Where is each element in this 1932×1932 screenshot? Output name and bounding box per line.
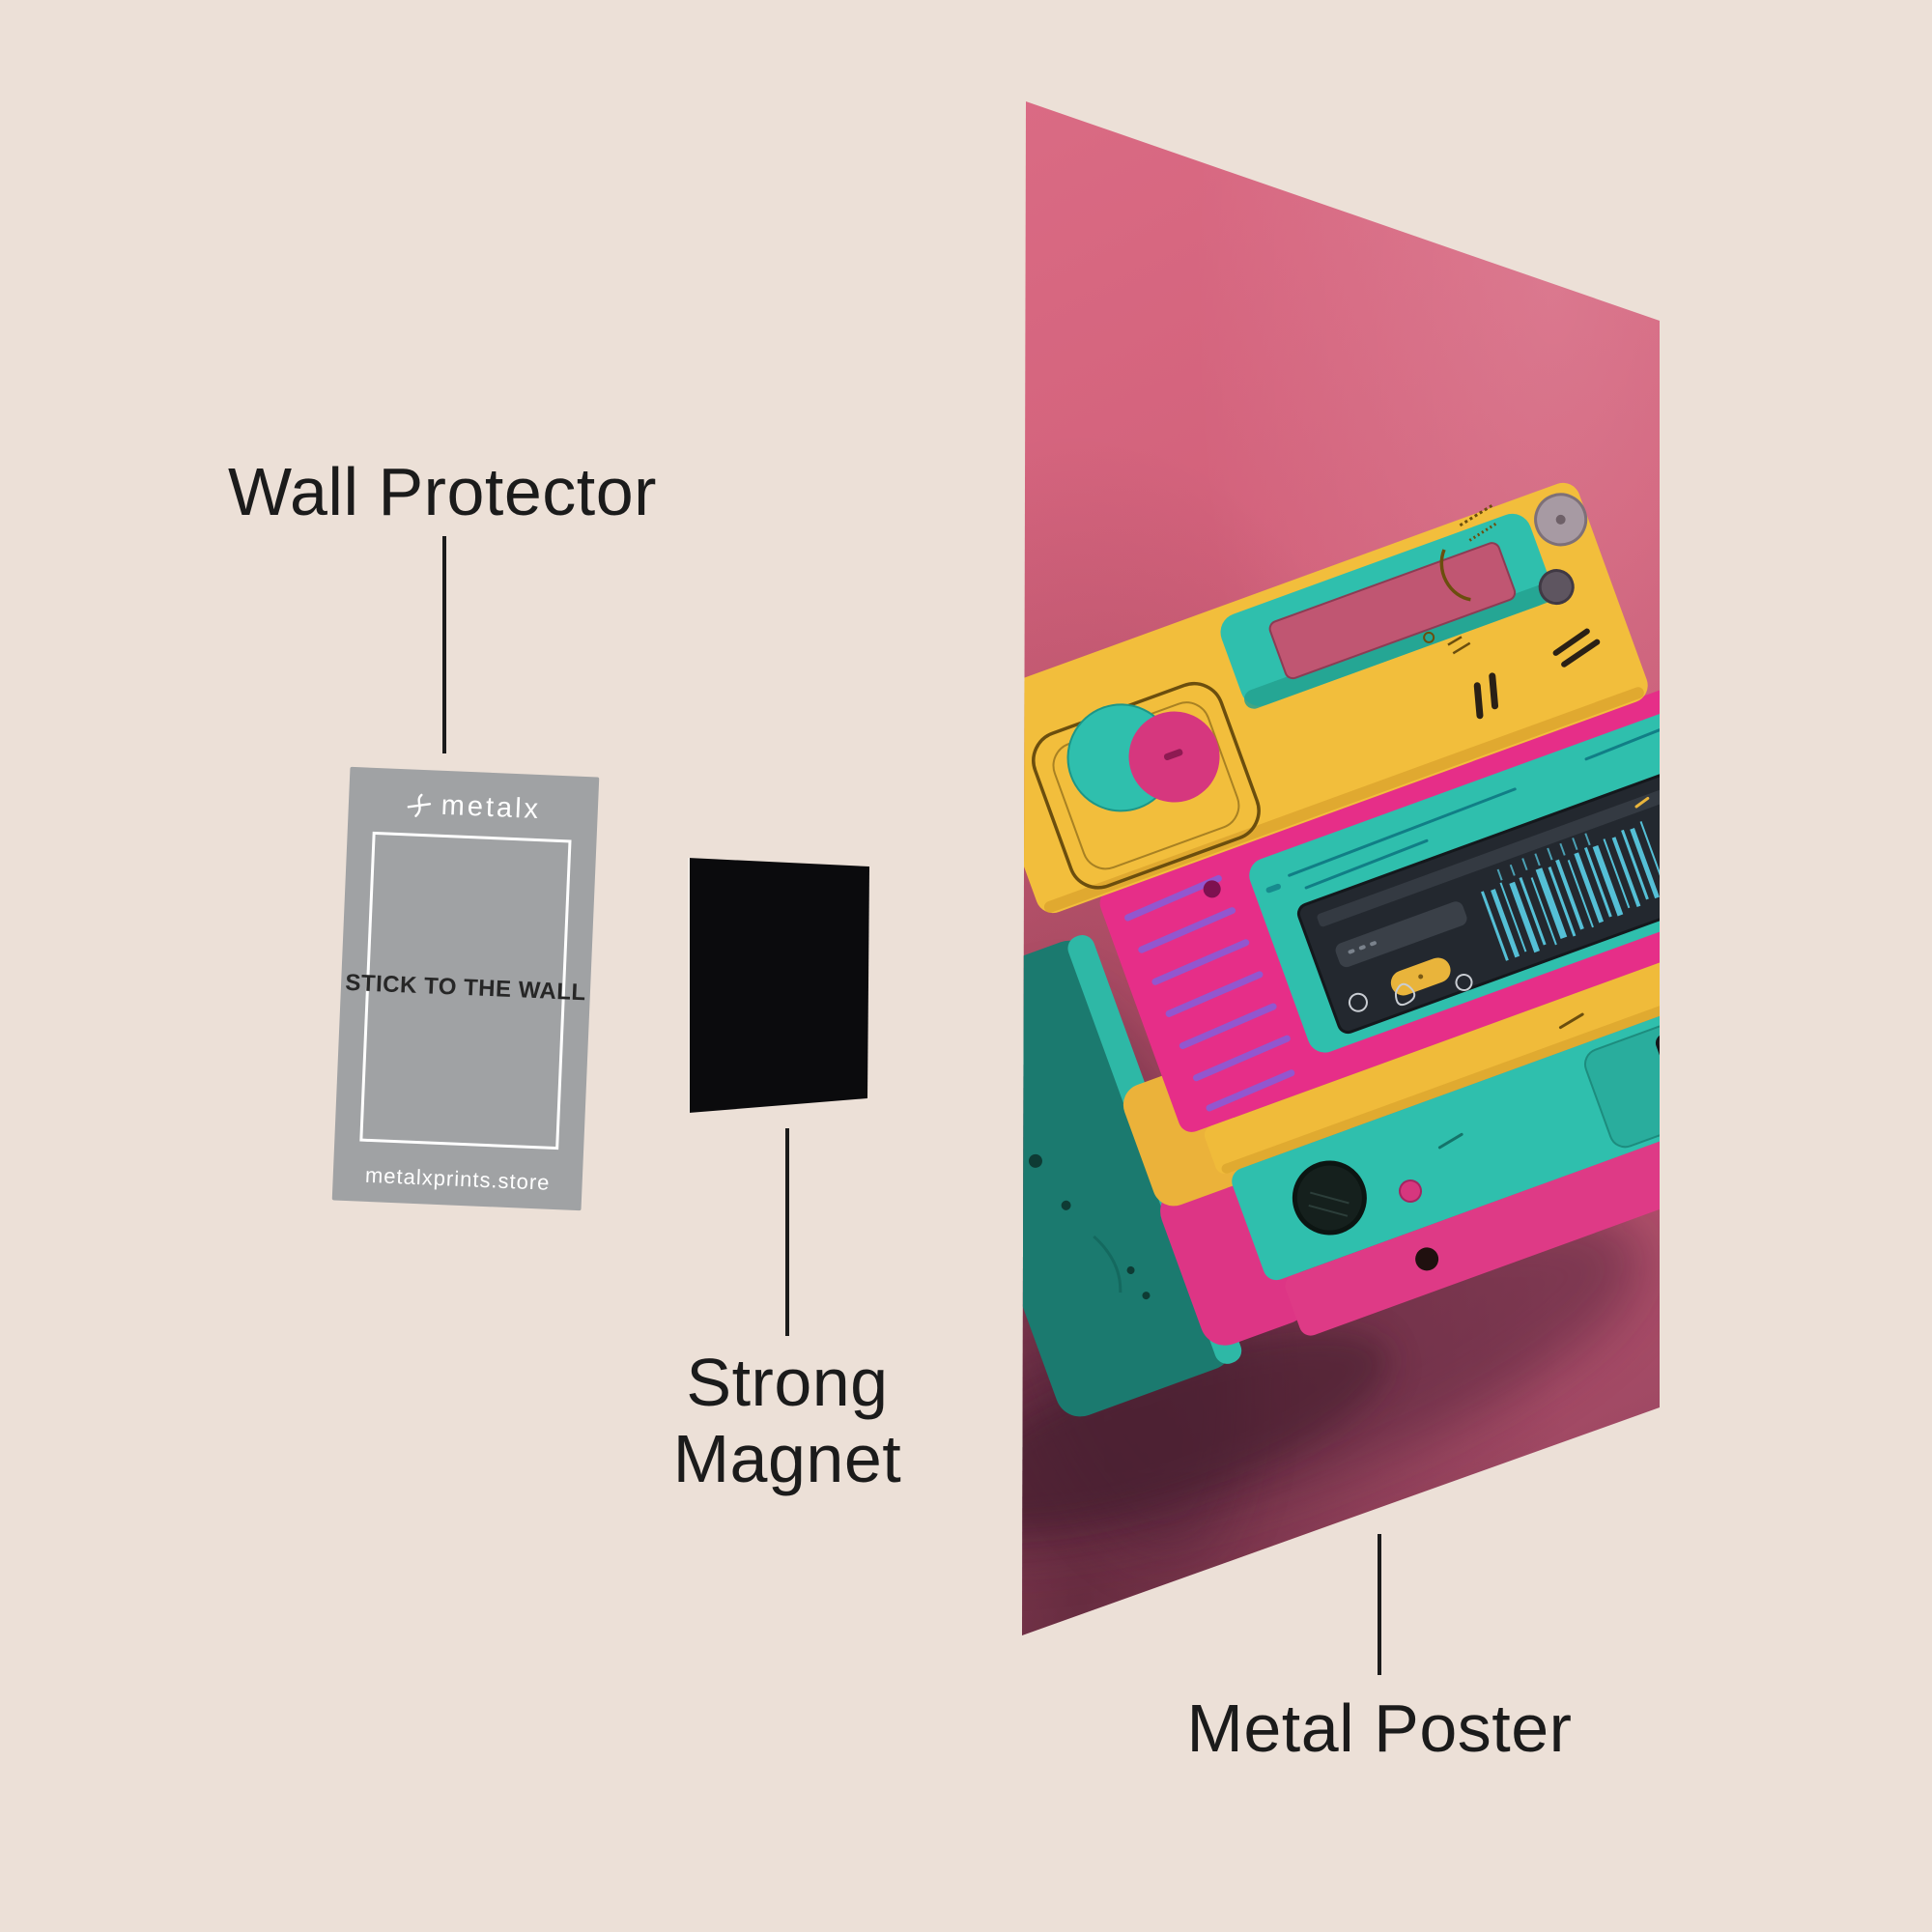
screen-icon <box>1455 974 1473 992</box>
strong-magnet-label: Strong Magnet <box>672 1345 902 1497</box>
metal-poster-label: Metal Poster <box>1186 1690 1573 1766</box>
wall-protector-card: metalx STICK TO THE WALL metalxprints.st… <box>331 766 600 1211</box>
strong-magnet-square <box>688 858 869 1113</box>
strong-magnet-connector-line <box>785 1128 789 1336</box>
barcode-graphics <box>1481 821 1660 961</box>
cassette-slot <box>1335 901 1467 968</box>
pink-button <box>1399 1179 1423 1204</box>
card-footer-text: metalxprints.store <box>364 1162 552 1195</box>
vent-slats <box>1124 874 1295 1112</box>
device-yellow-strip <box>1204 903 1660 1175</box>
metal-poster-connector-line <box>1378 1534 1381 1675</box>
metal-knob-small <box>1538 569 1575 606</box>
card-brand-text: metalx <box>440 789 542 826</box>
tape-window <box>1655 989 1660 1093</box>
device-yellow-top-face <box>1022 482 1648 914</box>
screw-hole <box>1203 880 1221 898</box>
retro-cassette-player-illustration <box>1022 482 1823 1417</box>
device-teal-band <box>1232 945 1823 1281</box>
wall-protector-connector-line <box>442 536 446 753</box>
wall-protector-label: Wall Protector <box>228 454 657 529</box>
card-logo-row: metalx <box>348 786 598 829</box>
poster-panel <box>1022 101 1823 1635</box>
screen <box>1296 753 1660 1035</box>
device-pink-bottom <box>1285 1050 1660 1336</box>
screen-glyph <box>1394 982 1416 1007</box>
port-hole <box>1415 1247 1439 1271</box>
handle-window <box>1268 542 1517 680</box>
screen-icon <box>1348 992 1368 1012</box>
tape-label <box>1681 1050 1823 1121</box>
metalx-brand-mark-icon <box>407 793 431 817</box>
device-display-module <box>1249 691 1660 1053</box>
tape-module <box>1583 980 1660 1149</box>
